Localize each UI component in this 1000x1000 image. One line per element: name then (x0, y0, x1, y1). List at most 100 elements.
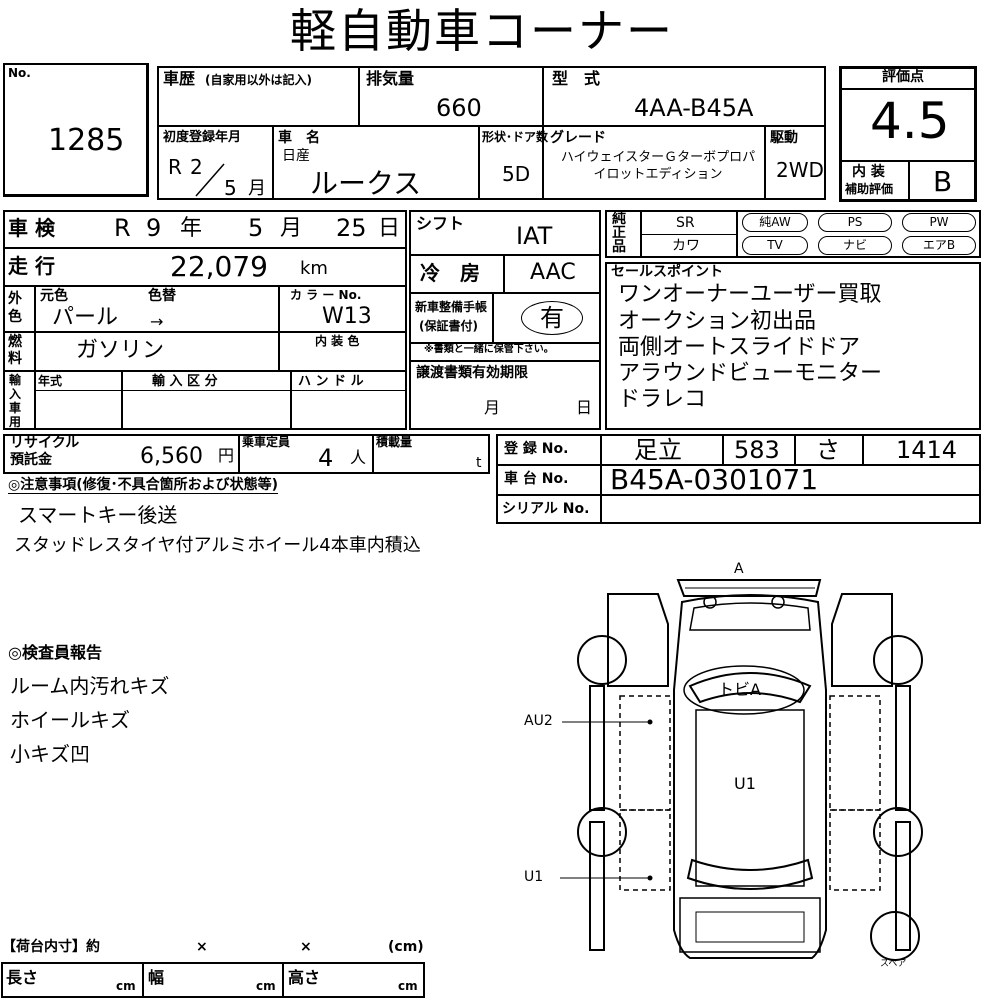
import-handle-label: ハ ン ド ル (298, 374, 364, 389)
recycle-label-1: リサイクル (10, 435, 80, 451)
grade-value: ハイウェイスターＧターボプロパイロットエディション (560, 150, 756, 182)
orig-color-value: パール (52, 305, 119, 330)
displacement-label: 排気量 (366, 69, 415, 88)
equip-pill-pw: PW (902, 213, 976, 232)
capacity-value: 4 (318, 444, 334, 472)
model-label: 型 式 (552, 69, 601, 88)
exterior-label: 外色 (8, 291, 22, 325)
inspection-era: R (114, 214, 131, 242)
capacity-label: 乗車定員 (242, 435, 291, 449)
body-value: 5D (502, 162, 531, 186)
lot-number: 1285 (48, 123, 125, 158)
recycle-value: 6,560 (140, 444, 203, 469)
first-reg-era: R (168, 155, 182, 179)
displacement-value: 660 (436, 94, 482, 122)
recycle-block (3, 434, 490, 474)
registration-number: 1414 (896, 436, 958, 464)
car-name-label: 車 名 (278, 130, 320, 146)
sales-point-item: アラウンドビューモニター (618, 361, 883, 386)
inspector-item: ホイールキズ (10, 708, 130, 732)
inspection-month-unit: 月 (280, 216, 303, 241)
equip-sr: SR (676, 215, 695, 231)
score-value: 4.5 (870, 92, 950, 150)
equip-leather: カワ (672, 238, 700, 254)
inspector-item: 小キズ凹 (10, 742, 90, 766)
diagram-callout-left-1: AU2 (524, 713, 553, 729)
grade-label: グレード (550, 130, 606, 146)
model-value: 4AA-B45A (634, 94, 754, 122)
warranty-circle (521, 301, 583, 335)
warranty-note: ※書類と一緒に保管下さい。 (424, 344, 554, 355)
note-item: スマートキー後送 (18, 503, 178, 527)
recycle-unit: 円 (218, 446, 235, 465)
first-reg-month: 5 (224, 176, 237, 200)
cargo-table (1, 962, 425, 998)
car-damage-diagram (560, 579, 923, 961)
car-maker: 日産 (282, 148, 310, 164)
equip-pill-tv: TV (742, 236, 808, 255)
serial-label: シリアル No. (502, 501, 590, 517)
history-label: 車歴 (163, 69, 196, 88)
diagram-callout-left-2: U1 (524, 869, 544, 885)
color-arrow: → (150, 312, 164, 331)
inspection-year: 9 (146, 214, 162, 242)
changed-color-label: 色替 (148, 288, 176, 304)
inspection-day: 25 (336, 214, 367, 242)
transfer-label: 譲渡書類有効期限 (416, 365, 528, 381)
registration-area: 足立 (634, 436, 682, 464)
page-title: 軽自動車コーナー (290, 4, 674, 58)
sales-points-block (605, 262, 981, 430)
notes-label: ◎注意事項(修復･不具合箇所および状態等) (8, 477, 279, 494)
cargo-height-unit: cm (398, 979, 418, 993)
equipment-block (605, 210, 981, 258)
cargo-height-label: 高さ (288, 968, 321, 987)
load-label: 積載量 (376, 435, 413, 449)
mileage-unit: km (300, 258, 328, 279)
diagram-front-label: A (734, 561, 744, 577)
capacity-unit: 人 (350, 448, 367, 467)
cargo-width-label: 幅 (148, 968, 165, 987)
history-sub: (自家用以外は記入) (205, 73, 312, 87)
transfer-month-unit: 月 (484, 398, 501, 417)
load-unit: t (476, 455, 482, 471)
equip-pill-ps: PS (818, 213, 892, 232)
aircon-label: 冷 房 (420, 261, 480, 285)
interior-label-1: 内 装 (852, 164, 885, 180)
warranty-value: 有 (540, 304, 564, 332)
vehicle-top-block (157, 66, 826, 200)
import-label: 輸入車用 (9, 373, 22, 429)
inspection-month: 5 (248, 214, 264, 242)
drive-value: 2WD (776, 158, 824, 182)
warranty-label-1: 新車整備手帳 (415, 300, 488, 314)
import-year-label: 年式 (38, 374, 63, 388)
interior-color-label: 内 装 色 (315, 334, 360, 348)
middle-info-block (409, 210, 601, 430)
equip-pill-airbag: エアB (902, 236, 976, 255)
lot-label: No. (8, 66, 31, 80)
import-class-label: 輸 入 区 分 (152, 374, 218, 389)
transfer-day-unit: 日 (576, 398, 593, 417)
cargo-x1: × (196, 939, 208, 955)
interior-label-2: 補助評価 (845, 182, 894, 196)
inspection-year-unit: 年 (180, 216, 203, 241)
chassis-label: 車 台 No. (504, 471, 569, 487)
chassis-value: B45A-0301071 (610, 463, 819, 496)
inspector-item: ルーム内汚れキズ (10, 674, 170, 698)
cargo-x2: × (300, 939, 312, 955)
mileage-label: 走 行 (8, 254, 55, 278)
sales-point-item: ワンオーナーユーザー買取 (618, 282, 882, 307)
body-label: 形状･ドア数 (482, 130, 549, 144)
first-reg-slash (195, 163, 225, 197)
shift-label: シフト (416, 214, 465, 233)
diagram-spare-label: スペア (880, 959, 907, 969)
cargo-label: 【荷台内寸】約 (2, 939, 100, 955)
car-name-value: ルークス (310, 167, 422, 200)
equip-pill-aw: 純AW (742, 213, 808, 232)
registration-kana: さ (816, 436, 840, 464)
interior-score: B (933, 165, 953, 198)
equip-pill-navi: ナビ (818, 236, 892, 255)
diagram-panel-label: U1 (734, 774, 756, 793)
warranty-label-2: (保証書付) (419, 319, 478, 333)
diagram-roof-label: トビA (718, 680, 761, 699)
sales-point-item: ドラレコ (618, 387, 707, 412)
